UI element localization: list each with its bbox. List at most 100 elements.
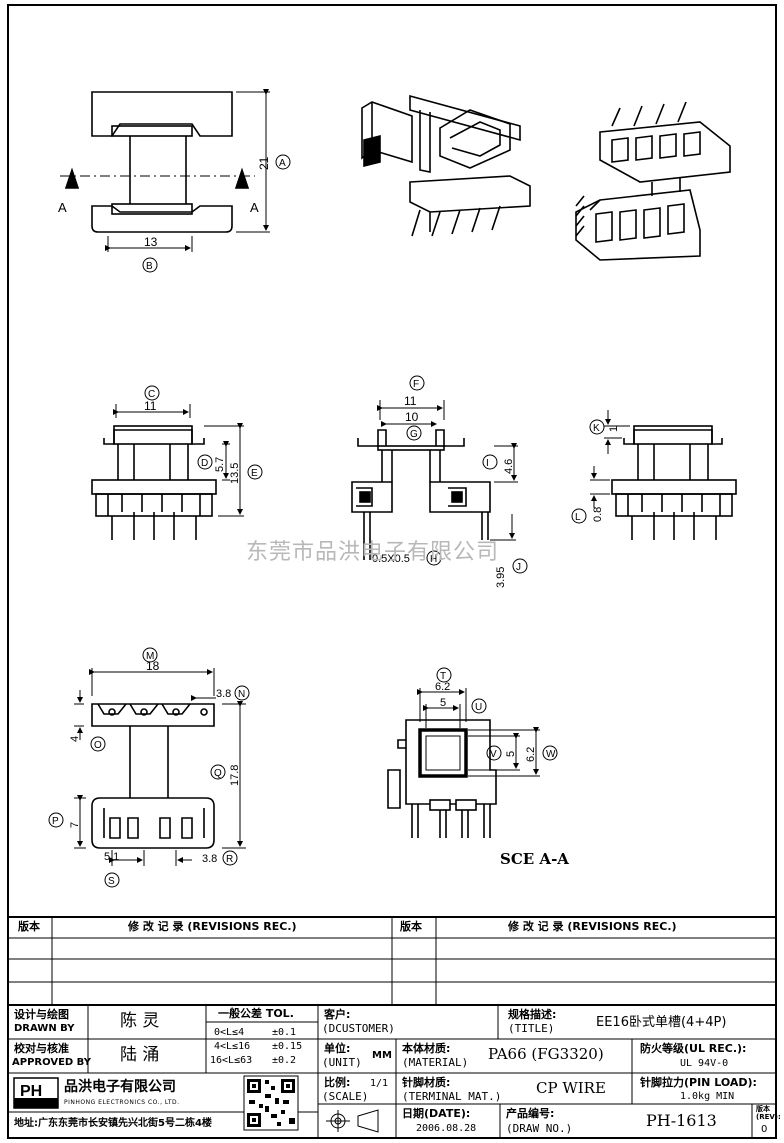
- tag-b: B: [146, 261, 153, 272]
- section-aa-view: [387, 688, 540, 838]
- dim-3-95: 3.95: [495, 567, 507, 588]
- tag-v: V: [490, 749, 497, 760]
- section-mark-left: A: [58, 200, 67, 215]
- scale-label-cn: 比例:: [324, 1076, 351, 1089]
- customer-label-en: (DCUSTOMER): [322, 1022, 395, 1035]
- tag-l: L: [575, 512, 581, 523]
- dim-0-8: 0.8: [592, 507, 604, 522]
- rev-value: 0: [761, 1124, 768, 1135]
- dim-0-5x0-5: 0.5X0.5: [372, 553, 410, 565]
- customer-label-cn: 客户:: [324, 1008, 351, 1021]
- tag-o: O: [94, 740, 102, 751]
- tag-u: U: [475, 702, 482, 713]
- company-logo: [13, 1077, 59, 1109]
- company-name-cn: 品洪电子有限公司: [64, 1079, 176, 1095]
- revision-table: [8, 916, 776, 1006]
- unit-label-en: (UNIT): [322, 1056, 362, 1069]
- unit-label-cn: 单位:: [324, 1042, 351, 1055]
- tolerance-title: 一般公差 TOL.: [218, 1007, 294, 1020]
- tag-r: R: [226, 854, 233, 865]
- rev-label: 版本(REV):: [756, 1105, 781, 1121]
- dim-3-8-top: 3.8: [216, 688, 231, 700]
- material-label-cn: 本体材质:: [402, 1042, 451, 1055]
- drawno-label-en: (DRAW NO.): [506, 1122, 573, 1135]
- pinload-label: 针脚拉力(PIN LOAD):: [640, 1076, 757, 1089]
- dim-11-front: 11: [144, 399, 157, 413]
- dim-7: 7: [69, 822, 81, 828]
- checker-name: 陆 涌: [120, 1045, 160, 1065]
- tag-e: E: [251, 468, 258, 479]
- dim-1: 1: [608, 426, 620, 432]
- drawno-label-cn: 产品编号:: [506, 1107, 555, 1120]
- tag-q: Q: [214, 768, 222, 779]
- dim-11-section: 11: [404, 394, 417, 408]
- dim-13: 13: [144, 235, 158, 249]
- ul-label: 防火等级(UL REC.):: [640, 1042, 747, 1055]
- tag-a: A: [279, 158, 286, 169]
- tag-h: H: [430, 554, 437, 565]
- tag-d: D: [201, 458, 208, 469]
- iso-view-back: [575, 101, 731, 261]
- dim-5-7: 5.7: [214, 457, 226, 472]
- checker-label-cn: 校对与核准: [14, 1042, 69, 1055]
- rev-col-version-left: 版本: [18, 920, 40, 933]
- designer-label-en: DRAWN BY: [14, 1023, 75, 1034]
- tag-w: W: [546, 749, 556, 760]
- tol-range-3: 16<L≤63: [210, 1055, 253, 1066]
- iso-view-front: [361, 94, 531, 237]
- tag-p: P: [52, 816, 59, 827]
- dim-4: 4: [69, 736, 81, 742]
- section-mark-right: A: [250, 200, 259, 215]
- date-value: 2006.08.28: [416, 1123, 477, 1134]
- dim-13-5: 13.5: [229, 463, 241, 484]
- tag-i: I: [486, 458, 489, 469]
- logo-text: PH: [20, 1083, 42, 1100]
- tol-range-2: 4<L≤16: [214, 1041, 251, 1052]
- tag-j: J: [516, 562, 521, 573]
- product-title: EE16卧式单槽(4+4P): [596, 1015, 727, 1030]
- dim-21: 21: [257, 156, 271, 170]
- title-label-cn: 规格描述:: [508, 1008, 557, 1021]
- material-value: PA66 (FG3320): [488, 1045, 604, 1063]
- dim-17-8: 17.8: [229, 765, 241, 786]
- tol-value-1: ±0.1: [272, 1027, 297, 1038]
- dim-5-side: 5: [505, 751, 517, 757]
- tag-g: G: [410, 429, 418, 440]
- terminal-label-en: (TERMINAL MAT.): [402, 1090, 502, 1103]
- tag-n: N: [238, 689, 245, 700]
- company-name-en: PINHONG ELECTRONICS CO., LTD.: [64, 1099, 180, 1106]
- rev-col-records-left: 修 改 记 录 (REVISIONS REC.): [128, 920, 297, 933]
- front-view: [91, 404, 244, 540]
- dim-6-2-top: 6.2: [435, 681, 450, 693]
- dim-3-8-bottom: 3.8: [202, 853, 217, 865]
- material-label-en: (MATERIAL): [402, 1056, 469, 1069]
- dim-5-top: 5: [440, 697, 446, 709]
- dim-10: 10: [405, 410, 419, 424]
- projection-symbol: [326, 1109, 379, 1133]
- dim-18: 18: [146, 659, 160, 673]
- bottom-view: [74, 668, 246, 866]
- tag-k: K: [593, 423, 600, 434]
- watermark: 东莞市品洪电子有限公司: [246, 540, 500, 565]
- tol-value-2: ±0.15: [272, 1041, 303, 1052]
- tag-f: F: [413, 379, 419, 390]
- tag-m: M: [146, 651, 154, 662]
- pinload-value: 1.0kg MIN: [680, 1091, 735, 1102]
- title-block: [8, 1005, 776, 1138]
- scale-label-en: (SCALE): [322, 1090, 369, 1103]
- tag-t: T: [440, 671, 446, 682]
- dim-5-1: 5.1: [104, 851, 119, 863]
- side-view: [590, 410, 737, 540]
- scale-value: 1/1: [370, 1078, 389, 1089]
- unit-value: MM: [372, 1050, 392, 1061]
- designer-name: 陈 灵: [120, 1011, 160, 1031]
- tag-c: C: [148, 389, 155, 400]
- title-label-en: (TITLE): [508, 1022, 555, 1035]
- dim-6-2-side: 6.2: [525, 747, 537, 762]
- tol-range-1: 0<L≤4: [214, 1027, 245, 1038]
- company-address: 地址:广东东莞市长安镇先兴北街5号二栋4楼: [14, 1118, 212, 1129]
- section-view: [351, 400, 518, 560]
- terminal-value: CP WIRE: [536, 1079, 606, 1097]
- ul-value: UL 94V-0: [680, 1058, 729, 1069]
